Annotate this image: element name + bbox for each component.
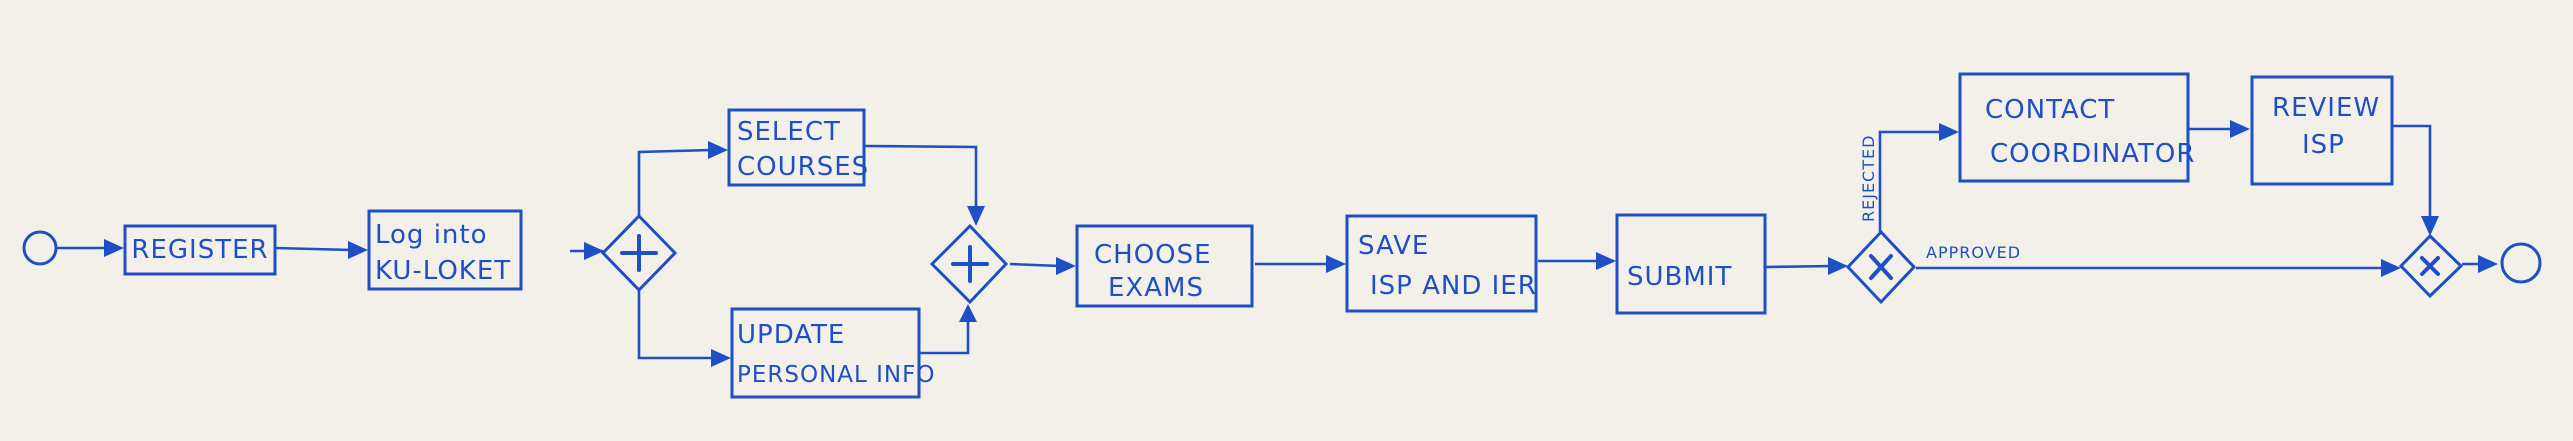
- task-label: SUBMIT: [1627, 262, 1732, 292]
- task-label: CONTACT: [1985, 95, 2115, 125]
- arrowhead: [2381, 259, 2401, 277]
- task-update-personal-info[interactable]: UPDATE PERSONAL INFO: [730, 307, 935, 399]
- arrowhead: [708, 141, 728, 159]
- task-log-into[interactable]: Log into KU-LOKET: [367, 209, 523, 291]
- arrowhead: [959, 304, 977, 322]
- task-label: REVIEW: [2272, 93, 2380, 123]
- arrowhead: [1056, 257, 1076, 275]
- flow-split-update: [637, 288, 715, 360]
- arrowhead: [711, 349, 731, 367]
- task-label: ISP: [2302, 130, 2345, 160]
- arrowhead: [348, 241, 368, 259]
- task-contact-coordinator[interactable]: CONTACT COORDINATOR: [1958, 72, 2195, 183]
- flow-label-approved: APPROVED: [1926, 243, 2021, 262]
- task-label: Log into: [375, 220, 488, 250]
- plus-icon: [951, 245, 989, 283]
- task-label: KU-LOKET: [375, 256, 511, 286]
- arrowhead: [2478, 255, 2498, 273]
- flow-select-join: [864, 144, 978, 210]
- sequence-flows: [57, 124, 2484, 360]
- parallel-gateway-join[interactable]: [929, 223, 1009, 305]
- flow-join-choose: [1009, 262, 1061, 268]
- x-icon: [2420, 256, 2440, 276]
- task-label: CHOOSE: [1094, 240, 1212, 270]
- arrowhead: [584, 242, 604, 260]
- task-label: ISP AND IER: [1370, 271, 1537, 301]
- task-review-isp[interactable]: REVIEW ISP: [2250, 75, 2394, 186]
- task-label: COORDINATOR: [1990, 139, 2195, 169]
- exclusive-gateway-merge[interactable]: [2398, 233, 2464, 299]
- x-icon: [1869, 254, 1893, 280]
- task-submit[interactable]: SUBMIT: [1615, 213, 1767, 315]
- flow-submit-decision: [1765, 264, 1836, 269]
- task-label: SAVE: [1358, 231, 1429, 261]
- task-select-courses[interactable]: SELECT COURSES: [727, 108, 869, 187]
- task-label: SELECT: [737, 117, 841, 147]
- arrowhead: [2421, 216, 2439, 236]
- start-event[interactable]: [22, 230, 58, 266]
- flow-review-merge: [2393, 124, 2432, 220]
- task-label: COURSES: [737, 152, 869, 182]
- task-label: PERSONAL INFO: [737, 362, 935, 388]
- end-event[interactable]: [2500, 242, 2542, 284]
- arrowheads: [104, 120, 2498, 367]
- flow-rejected: [1878, 130, 1942, 232]
- arrowhead: [104, 239, 124, 257]
- task-label: EXAMS: [1108, 273, 1204, 303]
- parallel-gateway-split[interactable]: [600, 213, 678, 293]
- arrowhead: [967, 206, 985, 226]
- flow-update-join: [920, 318, 970, 355]
- flow-label-rejected: REJECTED: [1859, 135, 1878, 222]
- plus-icon: [620, 234, 658, 272]
- task-choose-exams[interactable]: CHOOSE EXAMS: [1075, 224, 1254, 308]
- arrowhead: [2230, 120, 2250, 138]
- task-label: REGISTER: [131, 235, 268, 265]
- arrowhead: [1326, 255, 1346, 273]
- task-register[interactable]: REGISTER: [123, 224, 277, 276]
- arrowhead: [1828, 257, 1848, 275]
- flow-split-select: [637, 148, 713, 218]
- arrowhead: [1596, 252, 1616, 270]
- exclusive-gateway-decision[interactable]: [1845, 229, 1917, 305]
- arrowhead: [1939, 123, 1959, 141]
- task-label: UPDATE: [737, 320, 845, 350]
- task-save-isp-and-ier[interactable]: SAVE ISP AND IER: [1345, 214, 1538, 313]
- flow-register-login: [274, 246, 353, 252]
